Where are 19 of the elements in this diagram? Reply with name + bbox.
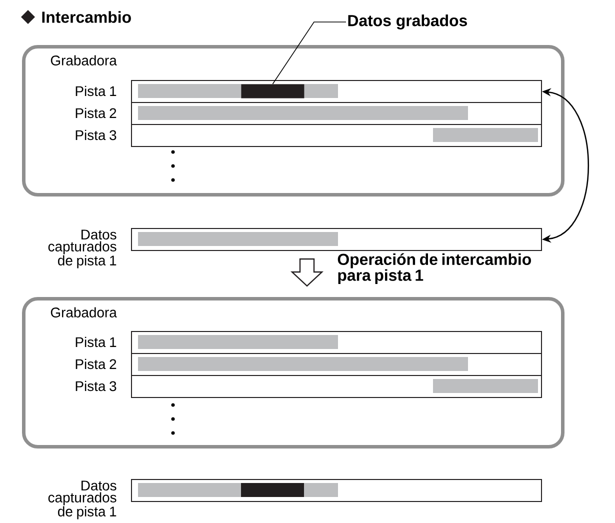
node-label: Pista 3 [76,130,116,140]
track-lane: Pista 2 [76,102,542,125]
callout-text: Datos grabados [348,14,467,30]
node-label: Pista 1 [76,336,116,348]
leader-line [272,22,346,84]
node-label: Datos capturados de pista 1 [48,480,116,520]
track-lane: Pista 2 [76,353,542,376]
node-label: Datos capturados de pista 1 [48,230,116,268]
title: Intercambio [42,11,131,23]
track-lane: Pista 3 [76,124,542,147]
step-label: Operación de intercambio para pista 1 [338,253,531,284]
track-lane: Pista 3 [76,375,542,398]
track-lane: Pista 1 [76,331,542,354]
node-label: Pista 1 [76,86,116,96]
track-lane: Datos capturados de pista 1 [48,479,542,520]
node-label: Pista 2 [76,108,116,118]
recorded-segment [241,84,304,98]
node-label: Pista 3 [76,380,116,392]
node-label: Pista 2 [76,358,116,370]
